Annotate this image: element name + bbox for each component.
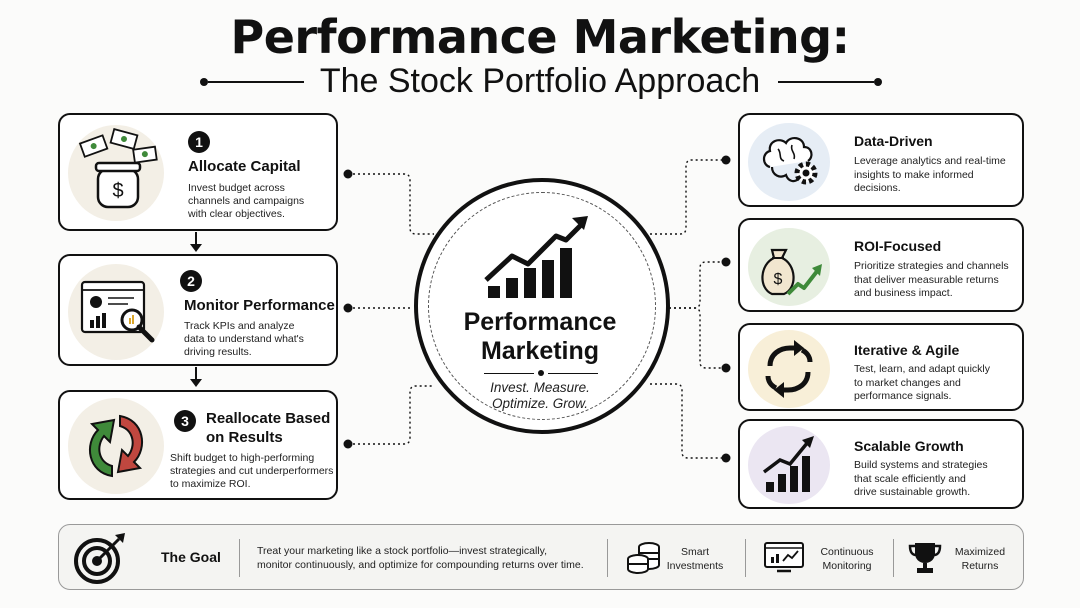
step-title: Allocate Capital: [188, 157, 301, 176]
subtitle-dot-right: [874, 78, 882, 86]
step-number: 3: [174, 410, 196, 432]
center-title: Performance Marketing: [463, 308, 617, 365]
step-title-line: on Results: [206, 429, 283, 446]
cycle-arrows-icon: [748, 330, 830, 408]
page-subtitle: The Stock Portfolio Approach: [319, 62, 761, 100]
feature-card-iterative-agile: Iterative & Agile Test, learn, and adapt…: [738, 323, 1024, 411]
connector-feat-1: [650, 159, 726, 235]
step-title: Reallocate Based on Results: [206, 409, 330, 447]
goal-separator: [745, 539, 746, 577]
feature-title: Scalable Growth: [854, 438, 964, 454]
connector-step-1: [348, 173, 434, 235]
subtitle-line-left: [208, 81, 304, 83]
subtitle-row: The Stock Portfolio Approach: [0, 62, 1080, 102]
feature-card-scalable-growth: Scalable Growth Build systems and strate…: [738, 419, 1024, 509]
center-divider-left: [484, 373, 534, 374]
goal-separator: [607, 539, 608, 577]
feature-card-data-driven: Data-Driven Leverage analytics and real-…: [738, 113, 1024, 207]
svg-text:$: $: [774, 271, 783, 288]
target-icon: [74, 533, 125, 584]
step-title-line: Allocate Capital: [188, 158, 301, 175]
center-hub: [414, 178, 670, 434]
step-number: 2: [180, 270, 202, 292]
goal-title: The Goal: [161, 549, 221, 565]
monitor-chart-icon: [764, 542, 804, 573]
coins-icon: [627, 542, 660, 574]
step-title-line: Monitor Performance: [184, 297, 335, 314]
center-hub-inner-ring: [428, 192, 656, 420]
step-card-allocate-capital: $ 1 Allocate Capital Invest budget acros…: [58, 113, 338, 231]
step-title: Monitor Performance: [184, 296, 335, 315]
bar-growth-icon: [748, 426, 830, 504]
page-title: Performance Marketing:: [230, 10, 850, 64]
center-tagline: Invest. Measure. Optimize. Grow.: [490, 380, 590, 411]
step-card-monitor-performance: 2 Monitor Performance Track KPIs and ana…: [58, 254, 338, 366]
connector-feat-2: [664, 261, 726, 309]
step-number: 1: [188, 131, 210, 153]
flow-arrow-2-head: [190, 379, 202, 387]
money-bag-icon: $: [748, 228, 830, 306]
trophy-icon: [908, 543, 942, 573]
brain-gear-icon: [748, 123, 830, 201]
flow-arrow-1: [195, 232, 197, 244]
step-card-reallocate: 3 Reallocate Based on Results Shift budg…: [58, 390, 338, 500]
feature-title: Iterative & Agile: [854, 342, 960, 358]
subtitle-dot-left: [200, 78, 208, 86]
refresh-arrows-icon: [68, 398, 164, 494]
subtitle-line-right: [778, 81, 874, 83]
goal-separator: [893, 539, 894, 577]
growth-chart-icon: [484, 216, 588, 298]
feature-title: ROI-Focused: [854, 238, 942, 254]
feature-title: Data-Driven: [854, 133, 933, 149]
flow-arrow-1-head: [190, 244, 202, 252]
center-divider-right: [548, 373, 598, 374]
goal-separator: [239, 539, 240, 577]
feature-card-roi-focused: $ ROI-Focused Prioritize strategies and …: [738, 218, 1024, 312]
center-divider-dot: [538, 370, 544, 376]
flow-arrow-2: [195, 367, 197, 379]
step-title-line: Reallocate Based: [206, 410, 331, 427]
analytics-magnifier-icon: [68, 264, 164, 360]
money-jar-icon: $: [68, 125, 164, 221]
goal-text: Treat your marketing like a stock portfo…: [257, 545, 584, 571]
svg-text:$: $: [112, 180, 123, 202]
goal-bar: The Goal Treat your marketing like a sto…: [58, 524, 1024, 590]
